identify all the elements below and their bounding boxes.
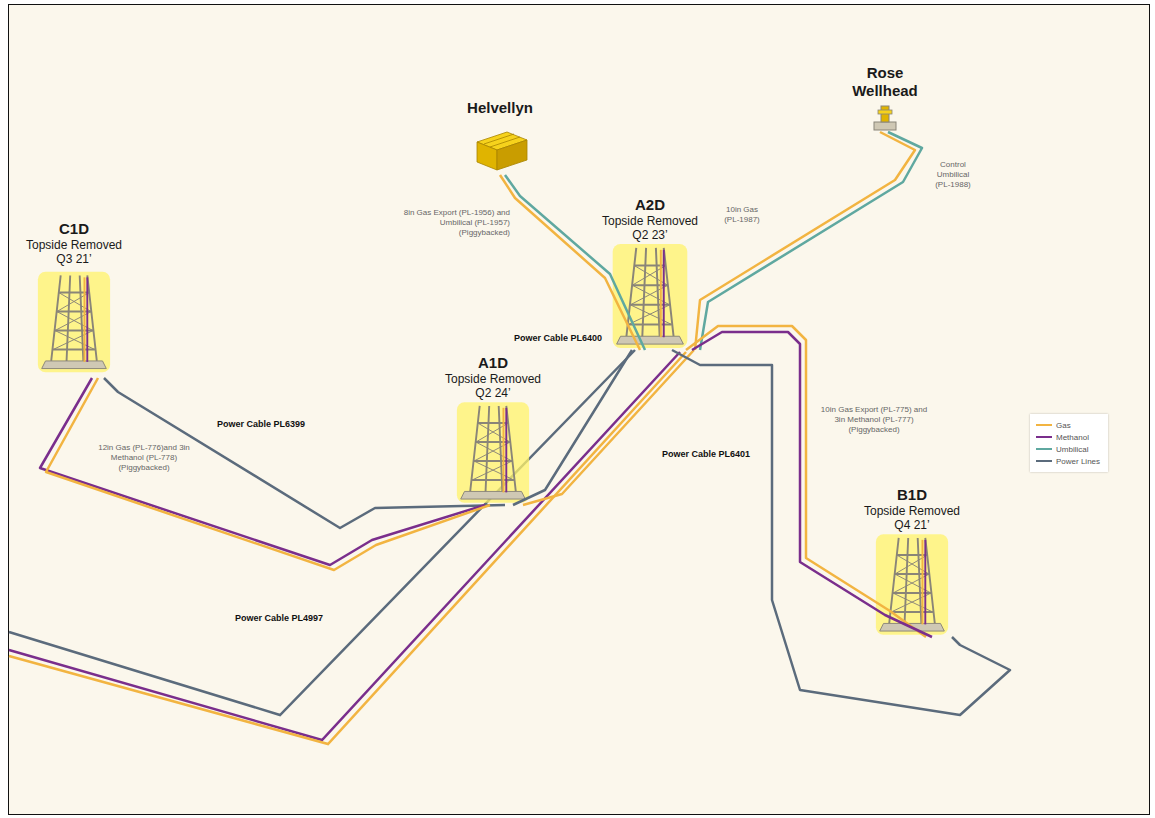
illustration-space (882, 532, 942, 637)
umbilical-line (505, 175, 645, 350)
wellhead-node: Rose Wellhead (841, 64, 929, 132)
methanol-line (40, 378, 485, 565)
jacket-structure (613, 244, 688, 348)
methanol-line (692, 332, 932, 637)
methanol-line (9, 352, 680, 740)
wellhead-symbol (874, 106, 896, 130)
platform-node: A1DTopside Removed Q2 24’ (435, 354, 551, 505)
node-heading: Rose Wellhead (845, 64, 925, 100)
jacket-structure (876, 534, 948, 635)
gas-line (46, 378, 490, 570)
illustration-space (620, 242, 680, 350)
platform-node: B1DTopside Removed Q4 21’ (854, 486, 970, 637)
jacket-structure (38, 272, 110, 373)
node-heading: B1D (897, 486, 927, 504)
node-caption: Topside Removed Q2 23’ (596, 214, 704, 242)
legend-swatch (1036, 422, 1052, 428)
cable-label: Power Cable PL6401 (660, 448, 752, 460)
legend-entry: Gas (1036, 419, 1100, 431)
pipeline-label: 10in Gas Export (PL-775) and 3in Methano… (815, 405, 933, 435)
pipeline-label: Control Umbilical (PL-1988) (930, 160, 976, 190)
legend-entry: Power Lines (1036, 455, 1100, 467)
platform-node: A2DTopside Removed Q2 23’ (592, 196, 708, 350)
pipeline-label: 12in Gas (PL-776)and 3in Methanol (PL-77… (98, 443, 190, 473)
node-caption: Topside Removed Q3 21’ (20, 238, 128, 266)
cable-label: Power Cable PL4997 (235, 612, 323, 624)
illustration-space (470, 117, 530, 175)
subsea-node: Helvellyn (463, 99, 537, 175)
node-heading: C1D (59, 220, 89, 238)
power-cable (672, 350, 1010, 715)
legend-text: Gas (1056, 421, 1071, 430)
node-caption: Topside Removed Q4 21’ (858, 504, 966, 532)
legend-entry: Umbilical (1036, 443, 1100, 455)
legend: GasMethanolUmbilicalPower Lines (1030, 414, 1108, 472)
gas-line (500, 175, 640, 350)
cable-label: Power Cable PL6399 (215, 418, 307, 430)
legend-swatch (1036, 446, 1052, 452)
cable-label: Power Cable PL6400 (512, 332, 604, 344)
diagram-frame (8, 4, 1150, 815)
gas-line (9, 352, 686, 744)
node-heading: A1D (478, 354, 508, 372)
platform-node: C1DTopside Removed Q3 21’ (16, 220, 132, 378)
illustration-space (44, 266, 104, 378)
subsea-structure (477, 132, 527, 170)
node-caption: Topside Removed Q2 24’ (439, 372, 547, 400)
legend-swatch (1036, 434, 1052, 440)
power-cable (9, 350, 635, 715)
illustration-space (855, 100, 915, 132)
legend-swatch (1036, 458, 1052, 464)
gas-line (686, 326, 926, 637)
legend-text: Power Lines (1056, 457, 1100, 466)
node-heading: A2D (635, 196, 665, 214)
umbilical-line (700, 132, 922, 350)
legend-entry: Methanol (1036, 431, 1100, 443)
illustration-space (463, 400, 523, 505)
pipeline-label: 10in Gas (PL-1987) (718, 205, 766, 225)
legend-text: Umbilical (1056, 445, 1088, 454)
legend-text: Methanol (1056, 433, 1089, 442)
gas-line (523, 350, 694, 505)
pipeline-label: 8in Gas Export (PL-1956) and Umbilical (… (402, 208, 510, 238)
jacket-structure (457, 402, 529, 503)
node-heading: Helvellyn (467, 99, 533, 117)
